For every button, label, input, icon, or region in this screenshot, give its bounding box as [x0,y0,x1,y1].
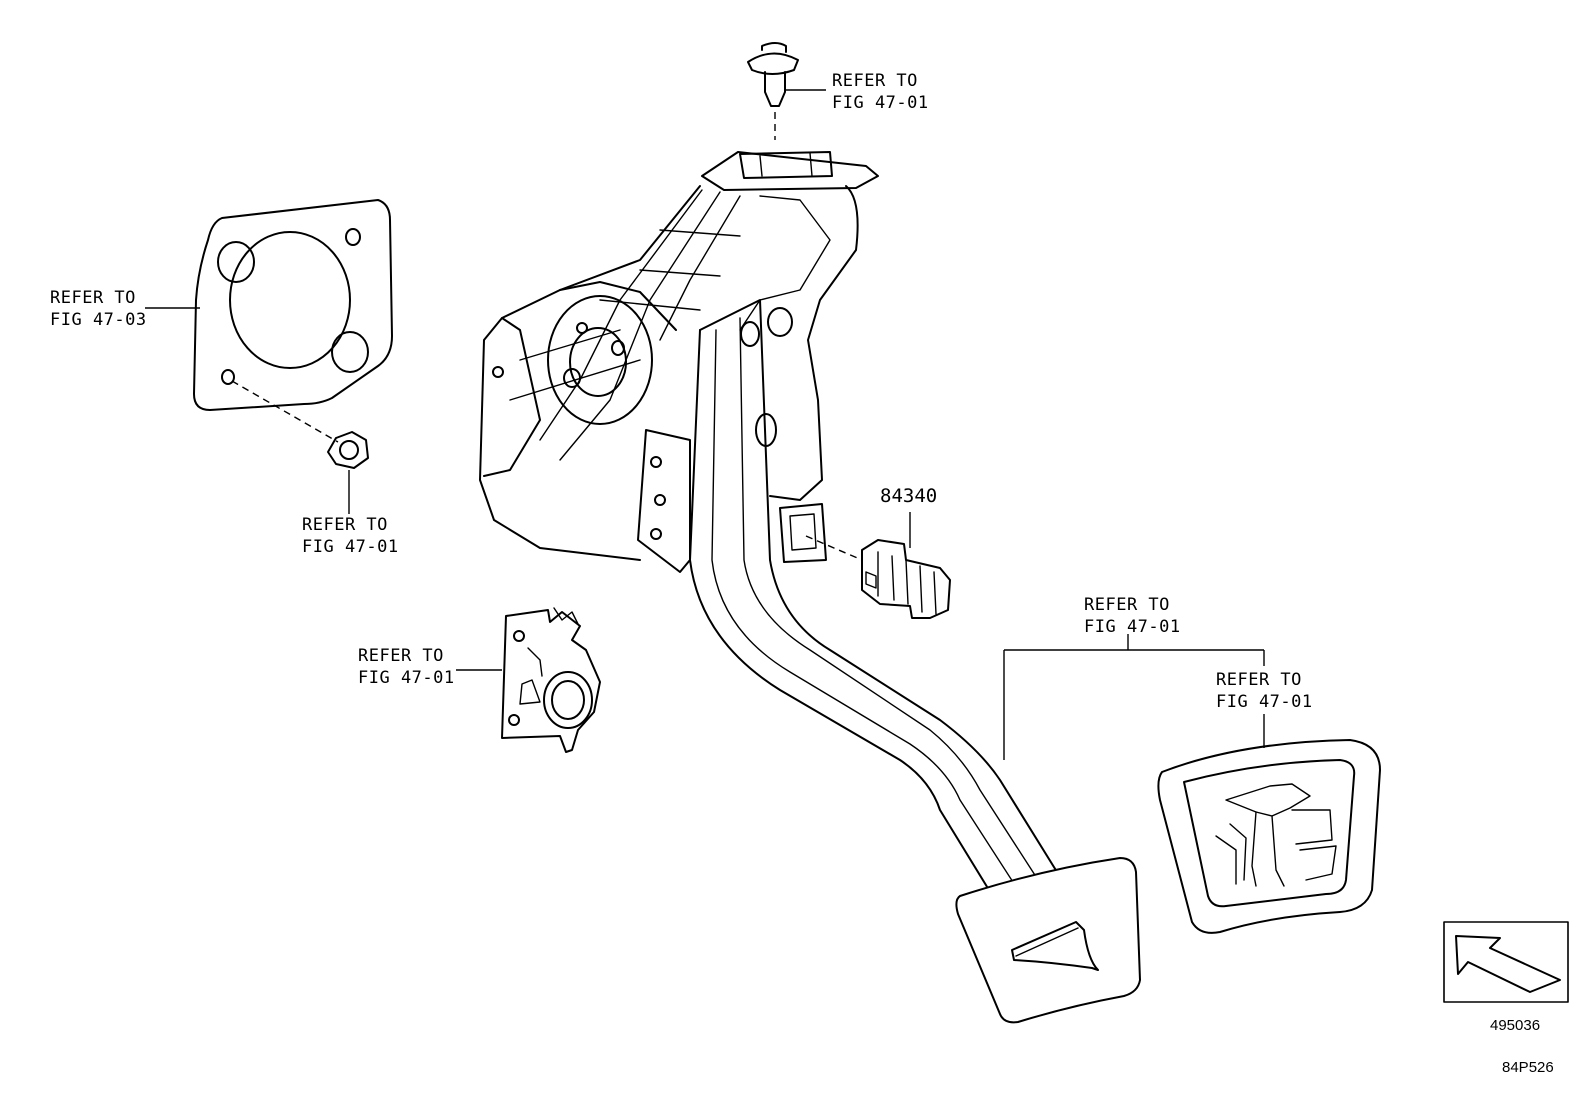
callout-gasket-line1: REFER TO [50,288,136,308]
nut-dash [231,380,339,443]
pedal-pad-group-leader [1003,634,1265,760]
callout-pad-cover-line2: FIG 47-01 [1216,692,1313,712]
stop-lamp-switch [861,539,951,619]
callout-pad-group-line1: REFER TO [1084,595,1170,615]
callout-nut-line2: FIG 47-01 [302,537,399,557]
pedal-pad-cover [1157,739,1381,934]
small-bracket [501,607,601,753]
callout-bolt-line1: REFER TO [832,71,918,91]
figure-id-code: 84P526 [1502,1059,1554,1076]
part-number-84340: 84340 [880,485,937,507]
arrow-reference-code: 495036 [1490,1017,1540,1034]
pedal-support-bracket [479,151,879,573]
brake-pedal-pad [955,857,1141,1024]
callout-nut-line1: REFER TO [302,515,388,535]
gasket-plate [193,199,393,411]
switch-dash [805,535,863,561]
callout-pad-group-line2: FIG 47-01 [1084,617,1181,637]
brake-pedal-arm [689,299,1063,909]
nut [327,431,369,469]
callout-bracket-line2: FIG 47-01 [358,668,455,688]
callout-pad-cover-line1: REFER TO [1216,670,1302,690]
callout-gasket-line2: FIG 47-03 [50,310,147,330]
bolt-top [747,42,799,140]
callout-bolt-line2: FIG 47-01 [832,93,929,113]
callout-bracket-line1: REFER TO [358,646,444,666]
front-arrow-symbol [1443,921,1569,1003]
